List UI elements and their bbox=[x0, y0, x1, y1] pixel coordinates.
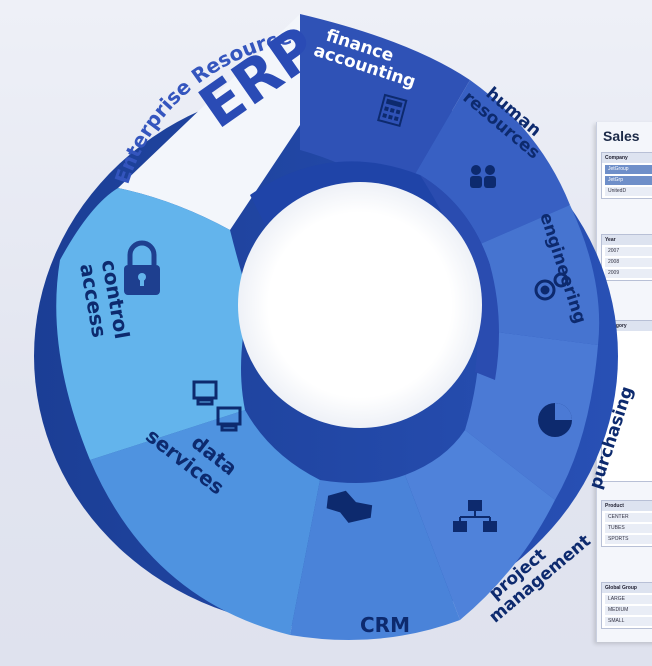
filter-option: JetGroup bbox=[605, 165, 652, 174]
segment-title-band bbox=[118, 14, 300, 230]
pie-chart-icon bbox=[538, 403, 572, 437]
filter-option: CENTER bbox=[605, 513, 652, 522]
filter-header: Year bbox=[602, 235, 652, 245]
segment-data-services bbox=[90, 410, 320, 635]
filter-header: Global Group bbox=[602, 583, 652, 593]
filter-option: MEDIUM bbox=[605, 606, 652, 615]
segment-access-control bbox=[56, 188, 250, 460]
filter-option: UnitedD bbox=[605, 187, 652, 196]
company-filter: Company JetGroup JetGrp UnitedD bbox=[601, 152, 652, 199]
segment-purchasing bbox=[465, 330, 598, 500]
handshake-icon bbox=[326, 490, 373, 523]
filter-option: JetGrp bbox=[605, 176, 652, 185]
segment-crm bbox=[290, 475, 460, 640]
filter-option: TUBES bbox=[605, 524, 652, 533]
crm-label: CRM bbox=[360, 613, 410, 637]
sales-panel-title: Sales bbox=[603, 128, 640, 144]
people-icon bbox=[470, 165, 496, 188]
product-filter: Product CENTER TUBES SPORTS bbox=[601, 500, 652, 547]
filter-option: 2007 bbox=[605, 247, 652, 256]
ring-hole bbox=[238, 182, 482, 428]
calculator-icon bbox=[377, 93, 408, 128]
filter-option: SPORTS bbox=[605, 535, 652, 544]
filter-option: 2009 bbox=[605, 269, 652, 278]
global-group-filter: Global Group LARGE MEDIUM SMALL bbox=[601, 582, 652, 629]
lock-icon bbox=[124, 240, 160, 295]
year-filter: Year 2007 2008 2009 bbox=[601, 234, 652, 281]
computers-icon bbox=[192, 380, 242, 432]
org-chart-icon bbox=[453, 500, 497, 532]
access-control-label: access control bbox=[75, 258, 134, 346]
filter-header: Product bbox=[602, 501, 652, 511]
filter-option: LARGE bbox=[605, 595, 652, 604]
segment-project-management bbox=[405, 430, 555, 620]
filter-option: 2008 bbox=[605, 258, 652, 267]
filter-option: SMALL bbox=[605, 617, 652, 626]
filter-header: Company bbox=[602, 153, 652, 163]
gears-icon bbox=[534, 272, 569, 301]
